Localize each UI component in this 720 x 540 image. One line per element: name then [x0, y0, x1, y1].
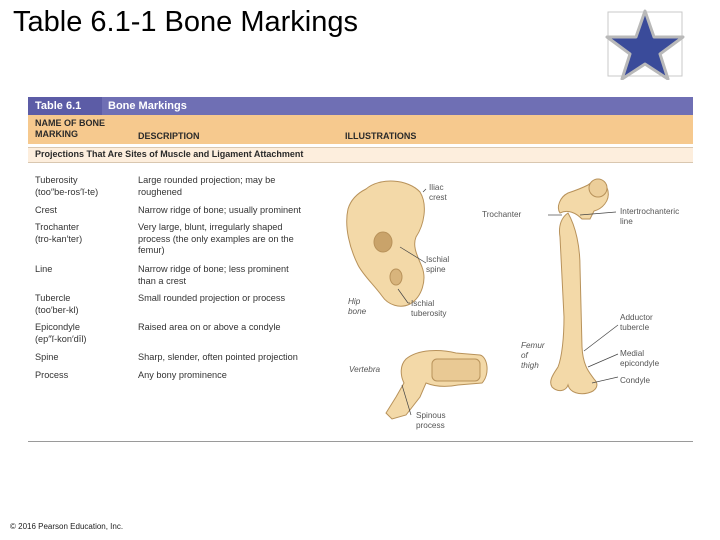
label-medial-epicondyle-line2: epicondyle — [620, 359, 660, 368]
label-condyle: Condyle — [620, 376, 651, 385]
marking-name-line: Trochanter — [35, 222, 80, 232]
label-trochanter: Trochanter — [482, 210, 522, 219]
label-femur-line2: of — [521, 351, 528, 360]
marking-name-line: Tuberosity — [35, 175, 78, 185]
section-bar: Projections That Are Sites of Muscle and… — [28, 147, 693, 163]
label-hip-bone: Hip bone — [348, 297, 366, 317]
label-femur: Femur of thigh — [521, 341, 545, 371]
label-adductor-tubercle: Adductor tubercle — [620, 313, 653, 333]
marking-name: Epicondyle(ep″ĭ-kon′dīl) — [35, 322, 86, 345]
marking-name: Line — [35, 264, 52, 276]
label-ischial-spine: Ischial spine — [426, 255, 449, 275]
table-header-bar — [28, 97, 693, 115]
column-header-bar — [28, 115, 693, 144]
label-spinous-process-line2: process — [416, 421, 445, 430]
label-medial-epicondyle: Medial epicondyle — [620, 349, 659, 369]
marking-description: Any bony prominence — [138, 370, 227, 382]
marking-description: Raised area on or above a condyle — [138, 322, 281, 334]
label-femur-line1: Femur — [521, 341, 545, 350]
copyright-notice: © 2016 Pearson Education, Inc. — [10, 522, 124, 531]
label-intertrochanteric-line-line1: Intertrochanteric — [620, 207, 680, 216]
marking-name: Trochanter(tro-kan′ter) — [35, 222, 82, 245]
bone-markings-table: Table 6.1 Bone Markings NAME OF BONE MAR… — [28, 97, 693, 444]
label-intertrochanteric-line-line2: line — [620, 217, 633, 226]
label-medial-epicondyle-line1: Medial — [620, 349, 645, 358]
label-iliac-crest-line1: Iliac — [429, 183, 444, 192]
marking-description-line: Raised area on or above a condyle — [138, 322, 281, 332]
marking-name: Tuberosity(too″be-ros′ĭ-te) — [35, 175, 98, 198]
column-header-name-line1: NAME OF BONE — [35, 118, 106, 128]
star-icon — [604, 8, 686, 81]
label-ischial-spine-line2: spine — [426, 265, 446, 274]
table-title: Bone Markings — [108, 100, 187, 112]
section-title: Projections That Are Sites of Muscle and… — [35, 149, 304, 159]
marking-description: Sharp, slender, often pointed projection — [138, 352, 298, 364]
label-hip-bone-line1: Hip — [348, 297, 361, 306]
slide-title: Table 6.1-1 Bone Markings — [13, 6, 358, 38]
marking-name-line: Line — [35, 264, 53, 274]
marking-description: Narrow ridge of bone; usually prominent — [138, 205, 301, 217]
marking-name: Spine — [35, 352, 59, 364]
marking-description-line: Sharp, slender, often pointed projection — [138, 352, 298, 362]
label-spinous-process-line1: Spinous — [416, 411, 446, 420]
label-hip-bone-line2: bone — [348, 307, 367, 316]
label-femur-line3: thigh — [521, 361, 539, 370]
marking-description-line: roughened — [138, 186, 182, 197]
label-adductor-tubercle-line2: tubercle — [620, 323, 650, 332]
marking-name: Process — [35, 370, 68, 382]
label-vertebra: Vertebra — [349, 365, 381, 374]
marking-description-line: Narrow ridge of bone; usually prominent — [138, 205, 301, 215]
label-intertrochanteric-line: Intertrochanteric line — [620, 207, 679, 227]
marking-name: Tubercle(too′ber-kl) — [35, 293, 79, 316]
label-ischial-tuberosity: Ischial tuberosity — [411, 299, 447, 319]
column-header-name: NAME OF BONE MARKING — [35, 118, 105, 139]
label-iliac-crest-line2: crest — [429, 193, 447, 202]
table-tag: Table 6.1 — [28, 97, 102, 115]
marking-description-line: Narrow ridge of bone; less prominent — [138, 264, 289, 274]
column-header-illustrations: ILLUSTRATIONS — [345, 131, 417, 141]
marking-name-line: (tro-kan′ter) — [35, 233, 83, 244]
marking-description-line: Large rounded projection; may be — [138, 175, 276, 185]
table-bottom-rule — [28, 441, 693, 442]
label-ischial-tuberosity-line2: tuberosity — [411, 309, 447, 318]
marking-name-line: Process — [35, 370, 69, 380]
hip-socket — [373, 231, 393, 253]
label-ischial-tuberosity-line1: Ischial — [411, 299, 435, 308]
marking-name-line: Tubercle — [35, 293, 71, 303]
marking-description-line: Any bony prominence — [138, 370, 227, 380]
label-spinous-process: Spinous process — [416, 411, 446, 431]
marking-description-line: Small rounded projection or process — [138, 293, 286, 303]
label-iliac-crest: Iliac crest — [429, 183, 447, 203]
marking-description-line: Very large, blunt, irregularly shaped — [138, 222, 283, 232]
marking-name-line: Spine — [35, 352, 59, 362]
marking-name-line: Epicondyle — [35, 322, 80, 332]
marking-name-line: (too″be-ros′ĭ-te) — [35, 186, 99, 197]
bone-illustrations — [346, 178, 619, 420]
label-adductor-tubercle-line1: Adductor — [620, 313, 653, 322]
marking-name-line: (ep″ĭ-kon′dīl) — [35, 333, 87, 344]
marking-name: Crest — [35, 205, 57, 217]
marking-name-line: (too′ber-kl) — [35, 304, 79, 315]
marking-description-line: than a crest — [138, 275, 187, 286]
marking-name-line: Crest — [35, 205, 57, 215]
column-header-name-line2: MARKING — [35, 128, 78, 139]
label-ischial-spine-line1: Ischial — [426, 255, 450, 264]
column-header-description: DESCRIPTION — [138, 131, 200, 141]
marking-description: Small rounded projection or process — [138, 293, 285, 305]
marking-description-line: femur) — [138, 245, 165, 255]
marking-description-line: process (the only examples are on the — [138, 233, 294, 244]
